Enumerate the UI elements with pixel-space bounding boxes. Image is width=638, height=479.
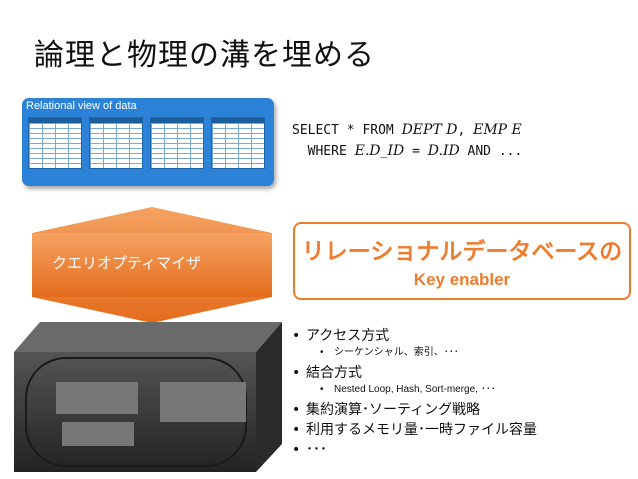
bullet-icon: • bbox=[292, 400, 306, 420]
list-item: •･･･ bbox=[292, 440, 632, 460]
list-item-text: シーケンシャル、索引、･･･ bbox=[334, 347, 459, 358]
table-icon bbox=[150, 117, 204, 169]
sql-eq: = bbox=[404, 144, 427, 159]
feature-list: •アクセス方式•シーケンシャル、索引、･･･•結合方式•Nested Loop,… bbox=[292, 326, 632, 460]
list-item-text: アクセス方式 bbox=[306, 328, 389, 344]
enabler-box: リレーショナルデータベースの Key enabler bbox=[293, 222, 631, 300]
table-icon bbox=[211, 117, 265, 169]
sql-line1-prefix: SELECT * FROM bbox=[292, 123, 402, 138]
list-item-text: ･･･ bbox=[306, 442, 327, 458]
sql-column-e: E.D_ID bbox=[355, 143, 405, 159]
relational-view-panel: Relational view of data bbox=[22, 98, 274, 186]
sql-table-dept: DEPT D bbox=[402, 122, 458, 138]
enabler-title: リレーショナルデータベースの bbox=[295, 232, 629, 266]
enabler-subtitle: Key enabler bbox=[295, 270, 629, 290]
physical-storage-icon bbox=[10, 322, 285, 474]
relational-view-label: Relational view of data bbox=[26, 100, 137, 112]
sql-table-emp: EMP E bbox=[473, 122, 522, 138]
list-item: •アクセス方式 bbox=[292, 326, 632, 346]
sql-query: SELECT * FROM DEPT D, EMP E WHERE E.D_ID… bbox=[292, 120, 522, 162]
list-item: •利用するメモリ量･一時ファイル容量 bbox=[292, 420, 632, 440]
sql-line2-prefix: WHERE bbox=[292, 144, 355, 159]
sql-column-d: D.ID bbox=[428, 143, 460, 159]
list-item-text: Nested Loop, Hash, Sort-merge, ･･･ bbox=[334, 384, 496, 395]
list-item-text: 集約演算･ソーティング戦略 bbox=[306, 402, 480, 418]
list-item: •結合方式 bbox=[292, 363, 632, 383]
list-item: •Nested Loop, Hash, Sort-merge, ･･･ bbox=[292, 383, 632, 400]
bullet-icon: • bbox=[292, 420, 306, 440]
sql-line2-suffix: AND ... bbox=[460, 144, 523, 159]
list-item-text: 結合方式 bbox=[306, 365, 362, 381]
bullet-icon: • bbox=[320, 383, 334, 397]
sql-line1-sep: , bbox=[457, 123, 473, 138]
bullet-icon: • bbox=[292, 440, 306, 460]
list-item-text: 利用するメモリ量･一時ファイル容量 bbox=[306, 422, 537, 438]
list-item: •シーケンシャル、索引、･･･ bbox=[292, 346, 632, 363]
list-item: •集約演算･ソーティング戦略 bbox=[292, 400, 632, 420]
page-title: 論理と物理の溝を埋める bbox=[34, 30, 375, 74]
bullet-icon: • bbox=[320, 346, 334, 360]
table-icon bbox=[28, 117, 82, 169]
optimizer-label: クエリオプティマイザ bbox=[52, 252, 272, 273]
bullet-icon: • bbox=[292, 326, 306, 346]
bullet-icon: • bbox=[292, 363, 306, 383]
table-icon bbox=[89, 117, 143, 169]
